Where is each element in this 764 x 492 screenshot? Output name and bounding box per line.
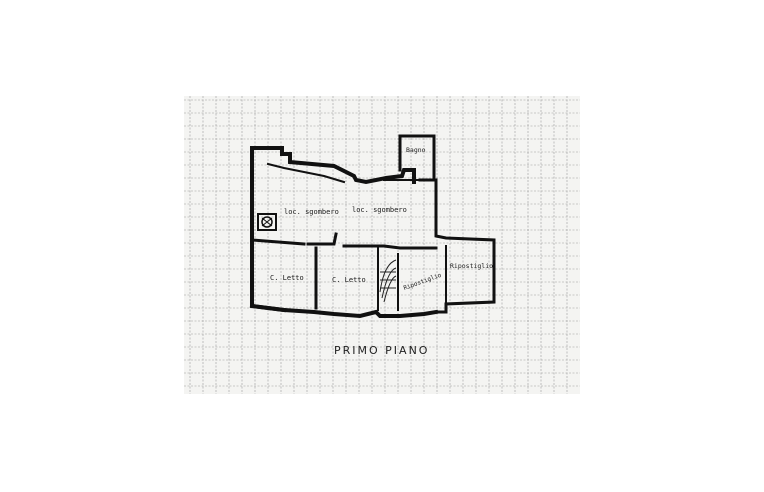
wall-inner-horizontal (250, 232, 438, 250)
room-label-camera-letto-2: C. Letto (332, 276, 366, 284)
staircase (379, 259, 397, 303)
boiler-fixture (257, 213, 277, 231)
wall-corridor (266, 162, 437, 184)
room-label-camera-letto-1: C. Letto (270, 274, 304, 282)
room-label-locale-sgombero: loc. sgombero (284, 208, 339, 216)
wall-outer-bottom (249, 303, 439, 319)
room-label-ripostiglio-2: Ripostiglio (450, 262, 493, 270)
walls (249, 134, 496, 319)
wall-right-main (434, 178, 496, 314)
floor-plan-drawing: Bagno loc. sgombero loc. sgombero C. Let… (184, 96, 580, 394)
wall-outer-top (250, 146, 416, 185)
plan-title: PRIMO PIANO (334, 344, 429, 357)
room-label-bagno: Bagno (406, 146, 426, 154)
grid-lines (184, 96, 580, 394)
floor-plan-sheet: Bagno loc. sgombero loc. sgombero C. Let… (184, 96, 580, 394)
wall-bathroom (398, 134, 436, 182)
room-label-locale-sgombero-2: loc. sgombero (352, 206, 407, 214)
